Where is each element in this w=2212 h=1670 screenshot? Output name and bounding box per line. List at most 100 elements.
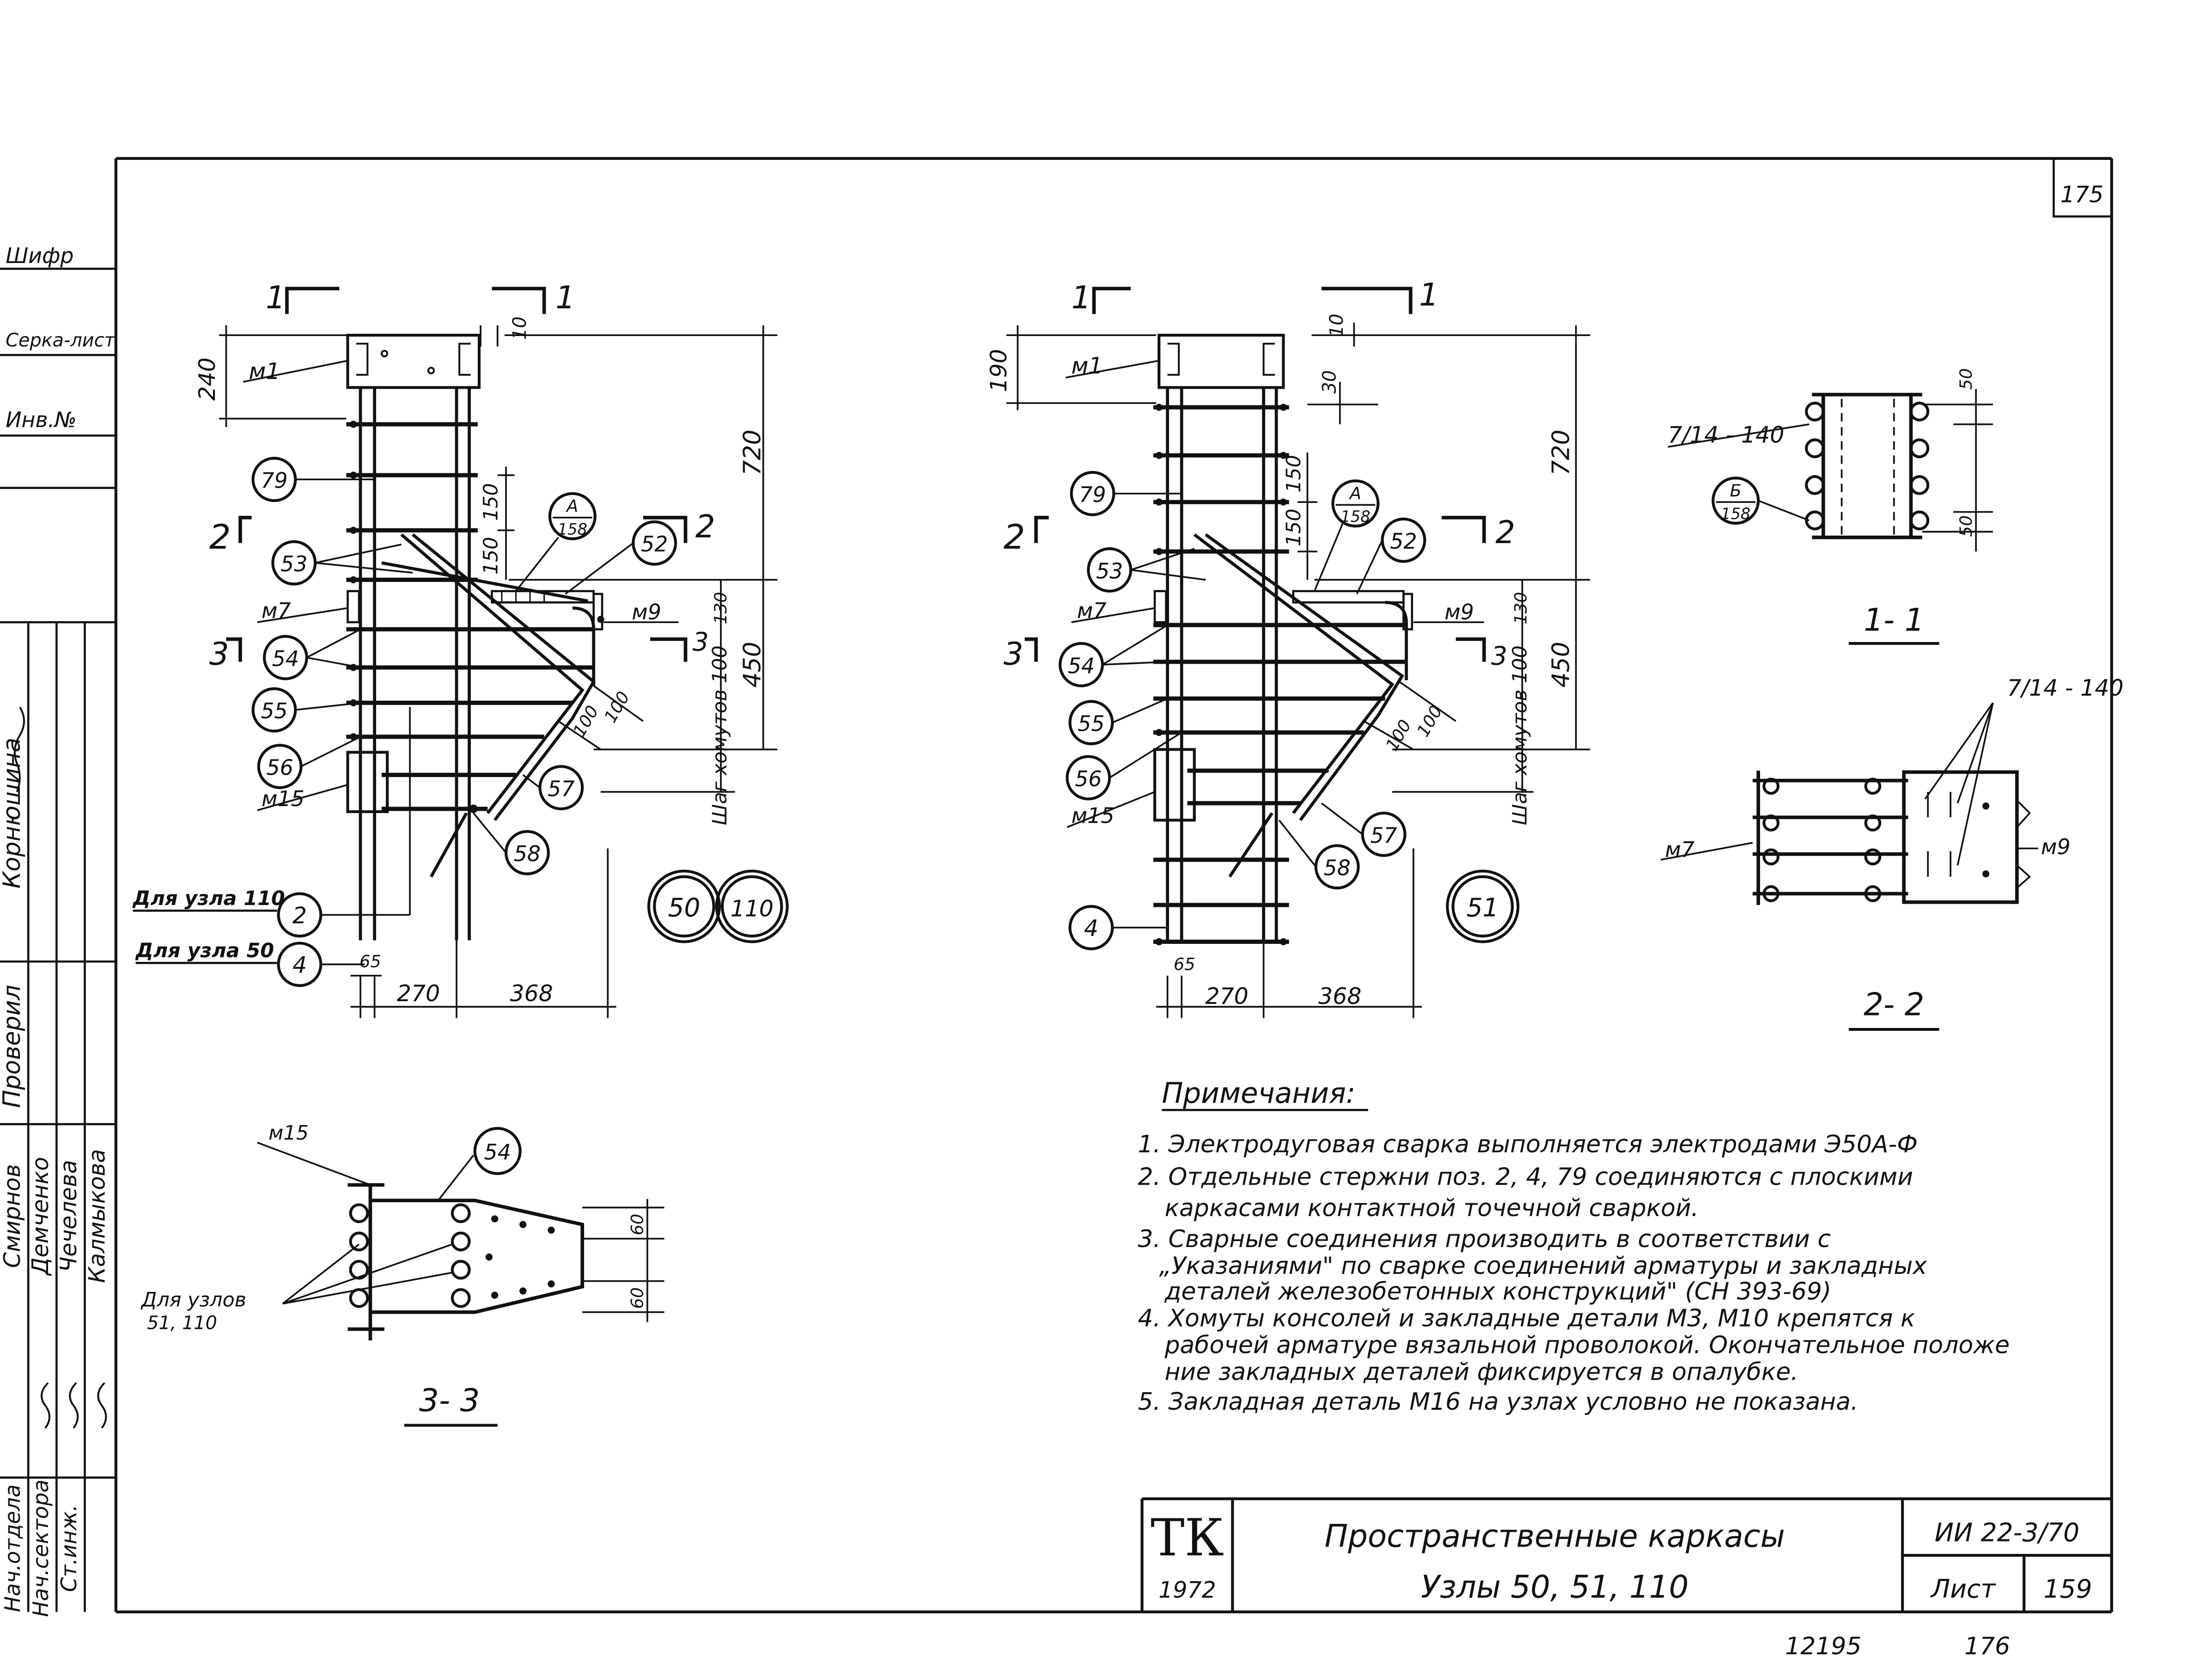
n51-section-2b: 2 xyxy=(1495,514,1515,551)
n51-dim-65: 65 xyxy=(1174,954,1195,974)
n51-pos-58: 58 xyxy=(1323,856,1350,881)
n50-dim-gap: 10 xyxy=(509,317,530,340)
node-id-110: 110 xyxy=(731,895,774,922)
title-line-2: Узлы 50, 51, 110 xyxy=(1421,1569,1688,1605)
s33-dim-60b: 60 xyxy=(628,1287,647,1309)
node-id-51: 51 xyxy=(1467,893,1499,922)
n50-pos-54: 54 xyxy=(272,646,299,671)
n51-dim-270: 270 xyxy=(1205,983,1248,1009)
note-line-7: 4. Хомуты консолей и закладные детали М3… xyxy=(1138,1304,1915,1332)
n50-dim-130: 130 xyxy=(711,592,731,624)
s22-title: 2- 2 xyxy=(1864,986,1924,1022)
n50-pos-55: 55 xyxy=(261,698,287,723)
n51-label-m9: м9 xyxy=(1444,599,1474,624)
corner-number-box: 175 xyxy=(2053,158,2112,218)
n50-note-50: Для узла 50 xyxy=(135,939,274,962)
n51-bubble-a: А xyxy=(1349,483,1361,503)
n50-dim-stirrup: Шаг хомутов 100 xyxy=(708,645,731,825)
n51-pos-55: 55 xyxy=(1078,711,1104,736)
stamp-name-1: Смирнов xyxy=(0,1164,25,1268)
n50-dim-height: 720 xyxy=(739,429,767,475)
n51-section-1a: 1 xyxy=(1072,280,1091,316)
n51-dim-stirrup: Шаг хомутов 100 xyxy=(1508,645,1531,825)
title-logo: ТК xyxy=(1151,1508,1224,1567)
stamp-signatures xyxy=(13,706,107,1429)
n50-pos-2: 2 xyxy=(292,903,307,929)
n51-section-3b: 3 xyxy=(1491,641,1507,671)
n50-bubble-158: 158 xyxy=(558,520,587,538)
section-mark-3a: 3 xyxy=(209,636,229,672)
section-1-1: 50 50 7/14 - 140 Б 158 1- 1 xyxy=(1668,368,1993,645)
n50-pos-79: 79 xyxy=(261,468,287,493)
left-stamp: Шифр Серка-лист Инв.№ Корнюшина Проверил… xyxy=(0,243,116,1617)
n50-label-m9: м9 xyxy=(632,599,661,624)
note-line-9: ние закладных деталей фиксируется в опал… xyxy=(1164,1358,1798,1386)
n50-dim-270: 270 xyxy=(397,980,440,1007)
corner-number: 175 xyxy=(2060,182,2103,208)
s33-note-line1: Для узлов xyxy=(140,1289,246,1312)
notes-heading: Примечания: xyxy=(1162,1077,1355,1110)
n51-section-2a: 2 xyxy=(1004,518,1025,557)
section-mark-2a: 2 xyxy=(209,518,231,557)
n50-bubble-a: А xyxy=(566,496,578,516)
title-year: 1972 xyxy=(1158,1577,1216,1603)
title-sheet-label: Лист xyxy=(1930,1574,1996,1604)
bottom-number-right: 176 xyxy=(1964,1633,2010,1660)
s11-dim-50b: 50 xyxy=(1956,515,1976,537)
n51-pos-52: 52 xyxy=(1390,529,1417,554)
note-line-1: 1. Электродуговая сварка выполняется эле… xyxy=(1138,1131,1918,1158)
title-line-1: Пространственные каркасы xyxy=(1325,1518,1785,1554)
node-id-50: 50 xyxy=(668,893,700,922)
section-mark-2b: 2 xyxy=(695,509,715,545)
stamp-cipher-label: Шифр xyxy=(6,243,73,268)
n51-pos-56: 56 xyxy=(1075,766,1102,791)
n50-pos-58: 58 xyxy=(514,841,541,866)
n50-dim-65: 65 xyxy=(360,951,381,971)
n51-dim-lower: 450 xyxy=(1547,642,1575,687)
stamp-name-3: Чечелева xyxy=(55,1160,82,1272)
s33-dim-60a: 60 xyxy=(628,1214,647,1236)
s33-note-line2: 51, 110 xyxy=(147,1313,217,1334)
n51-pos-4: 4 xyxy=(1084,915,1098,942)
s33-title: 3- 3 xyxy=(419,1382,480,1419)
n50-dim-step-2: 150 xyxy=(480,537,503,575)
title-sheet-number: 159 xyxy=(2043,1574,2092,1604)
section-mark-3b: 3 xyxy=(693,627,709,656)
note-line-2: 2. Отдельные стержни поз. 2, 4, 79 соеди… xyxy=(1138,1163,1913,1191)
sheet-frame xyxy=(114,157,2113,1614)
n50-pos-53: 53 xyxy=(280,551,307,576)
n50-dim-step: 150 xyxy=(480,483,503,521)
n51-pos-79: 79 xyxy=(1079,482,1106,507)
n50-note-110: Для узла 110 xyxy=(132,887,285,910)
stamp-name-4: Калмыкова xyxy=(84,1149,110,1283)
note-line-6: деталей железобетонных конструкций" (СН … xyxy=(1164,1278,1831,1305)
stamp-role-2: Нач.сектора xyxy=(28,1480,53,1617)
n51-pos-57: 57 xyxy=(1370,823,1397,848)
n50-pos-52: 52 xyxy=(641,532,668,557)
n50-dim-368: 368 xyxy=(510,980,553,1007)
s11-bubble-158: 158 xyxy=(1721,505,1750,523)
n51-bubble-158: 158 xyxy=(1341,508,1370,526)
s33-pos-54: 54 xyxy=(484,1139,511,1164)
stamp-role-1: Нач.отдела xyxy=(0,1484,25,1612)
note-line-4: 3. Сварные соединения производить в соот… xyxy=(1138,1225,1831,1253)
node-50-110-drawing: 1 1 2 2 3 3 xyxy=(132,280,789,1018)
n50-pos-56: 56 xyxy=(266,755,293,780)
n51-dim-130: 130 xyxy=(1511,592,1530,624)
note-line-3: каркасами контактной точечной сваркой. xyxy=(1164,1194,1699,1222)
section-2-2: 7/14 - 140 м7 м9 2- 2 xyxy=(1660,675,2124,1031)
n51-dim-top: 190 xyxy=(986,349,1012,392)
n51-dim-step: 150 xyxy=(1282,455,1305,493)
n50-label-m1: м1 xyxy=(249,358,280,385)
section-mark-1a: 1 xyxy=(266,280,286,316)
stamp-role-3: Ст.инж. xyxy=(56,1505,81,1592)
s22-label-m9: м9 xyxy=(2041,834,2071,859)
n51-dim-30: 30 xyxy=(1319,370,1341,394)
n50-pos-4: 4 xyxy=(292,952,307,979)
note-line-10: 5. Закладная деталь М16 на узлах условно… xyxy=(1138,1388,1858,1416)
node-51-drawing: 1 1 2 2 3 3 xyxy=(986,277,1590,1018)
n51-dim-gap: 10 xyxy=(1326,314,1347,337)
s33-label-m15: м15 xyxy=(268,1122,309,1145)
n51-dim-368: 368 xyxy=(1318,983,1361,1009)
n51-dim-100b: 100 xyxy=(1413,702,1446,740)
